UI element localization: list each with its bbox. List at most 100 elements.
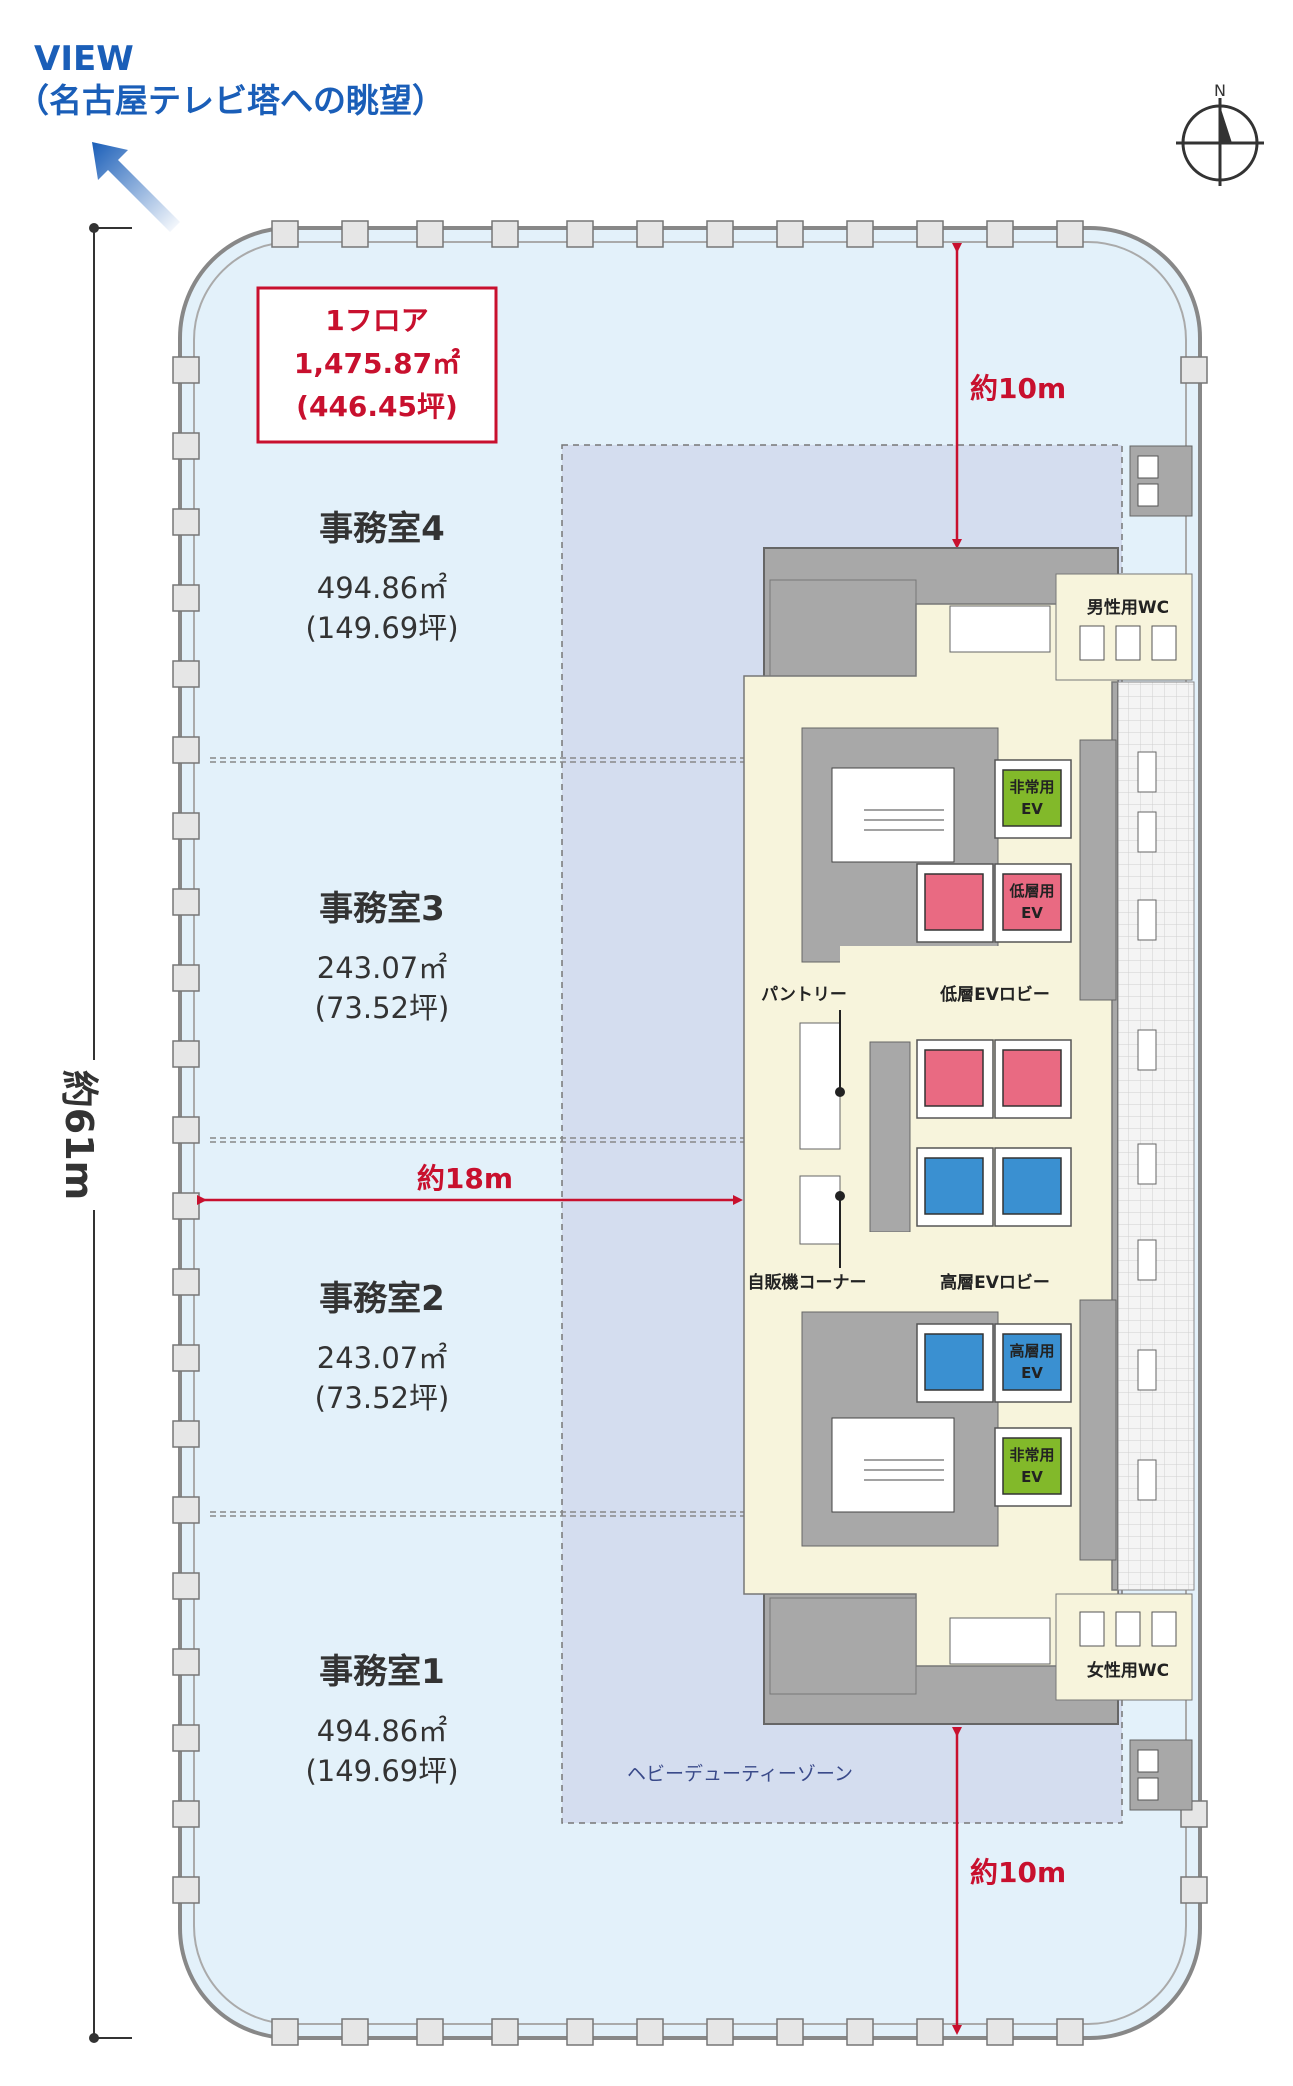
room-2: 事務室2 243.07㎡ (73.52坪) [315,1279,450,1415]
structural-columns [172,220,1208,2046]
emergency-ev-upper: 非常用 EV [994,759,1072,839]
depth-label: 約18m [417,1162,513,1195]
room-3-area: 243.07㎡ [317,951,447,985]
view-arrow-icon [92,142,180,232]
service-shafts [1129,445,1193,1811]
emergency-ev-upper-label: 非常用 [1009,778,1054,796]
wc-male: 男性用WC [949,573,1193,681]
room-1-area: 494.86㎡ [317,1714,447,1748]
floor-total-tsubo: (446.45坪) [296,390,458,423]
emergency-ev-lower-label: 非常用 [1009,1446,1054,1464]
column-top-7 [776,220,804,248]
floor-total-area: 1,475.87㎡ [294,347,460,380]
column-top-0 [271,220,299,248]
column-left [172,1876,200,1904]
column-left [172,736,200,764]
low-ev-2: 低層用 EV [994,863,1072,943]
room-1-name: 事務室1 [319,1652,445,1692]
column-left [172,1420,200,1448]
column-bottom-10 [986,2018,1014,2046]
emergency-ev-upper-suffix: EV [1021,800,1043,818]
column-left [172,1116,200,1144]
emergency-ev-lower: 非常用 EV [994,1427,1072,1507]
column-left [172,1648,200,1676]
column-left [172,1192,200,1220]
view-title: VIEW [34,39,134,79]
compass-icon: N [1176,81,1264,186]
column-left [172,1344,200,1372]
column-left [172,1268,200,1296]
column-bottom-0 [271,2018,299,2046]
wc-male-label: 男性用WC [1087,597,1169,618]
floor-total-box: 1フロア 1,475.87㎡ (446.45坪) [256,286,498,444]
column-top-9 [916,220,944,248]
column-bottom-1 [341,2018,369,2046]
column-bottom-8 [846,2018,874,2046]
column-right [1180,1876,1208,1904]
view-header: VIEW （名古屋テレビ塔への眺望） [16,39,445,232]
wc-female: 女性用WC [949,1593,1193,1701]
column-top-6 [706,220,734,248]
room-3: 事務室3 243.07㎡ (73.52坪) [315,889,450,1025]
pantry-label: パントリー [761,985,847,1005]
column-left [172,660,200,688]
column-left [172,964,200,992]
bottom-gap-label: 約10m [970,1856,1066,1889]
room-2-tsubo: (73.52坪) [315,1381,450,1415]
low-ev-2-suffix: EV [1021,904,1043,922]
vending-label: 自販機コーナー [748,1272,867,1293]
column-bottom-7 [776,2018,804,2046]
column-top-8 [846,220,874,248]
high-ev-2 [994,1147,1072,1227]
floor-total-line1: 1フロア [325,304,428,337]
column-left [172,1496,200,1524]
column-bottom-4 [566,2018,594,2046]
column-left [172,508,200,536]
low-ev-1 [916,863,994,943]
emergency-ev-lower-suffix: EV [1021,1468,1043,1486]
column-top-4 [566,220,594,248]
east-corridor [1117,681,1195,1591]
room-4-tsubo: (149.69坪) [305,611,458,645]
column-left [172,584,200,612]
column-left [172,1724,200,1752]
column-left [172,1800,200,1828]
room-4-area: 494.86㎡ [317,571,447,605]
high-ev-1 [916,1147,994,1227]
top-gap-dimension: 約10m [952,243,1066,549]
low-ev-3 [916,1039,994,1119]
column-bottom-9 [916,2018,944,2046]
room-2-name: 事務室2 [319,1279,445,1319]
heavy-duty-label: ヘビーデューティーゾーン [627,1763,853,1785]
room-dividers [210,757,744,1517]
column-left [172,1572,200,1600]
core-labels: パントリー 低層EVロビー 自販機コーナー 高層EVロビー [748,984,1050,1293]
low-ev-4 [994,1039,1072,1119]
column-top-11 [1056,220,1084,248]
column-bottom-5 [636,2018,664,2046]
low-ev-lobby-label: 低層EVロビー [939,984,1050,1005]
column-top-1 [341,220,369,248]
column-top-10 [986,220,1014,248]
core-area [743,547,1119,1725]
low-ev-2-label: 低層用 [1008,882,1054,900]
height-label: 約61m [57,1070,101,1200]
column-top-2 [416,220,444,248]
high-ev-3 [916,1323,994,1403]
wc-female-label: 女性用WC [1087,1660,1169,1681]
column-right [1180,356,1208,384]
room-3-name: 事務室3 [319,889,445,929]
column-left [172,432,200,460]
compass-north-label: N [1214,81,1226,100]
bottom-gap-dimension: 約10m [952,1727,1066,2035]
high-ev-4-label: 高層用 [1009,1342,1054,1360]
column-top-5 [636,220,664,248]
room-4: 事務室4 494.86㎡ (149.69坪) [305,509,458,645]
column-bottom-2 [416,2018,444,2046]
top-gap-label: 約10m [970,372,1066,405]
room-3-tsubo: (73.52坪) [315,991,450,1025]
room-1: 事務室1 494.86㎡ (149.69坪) [305,1652,458,1788]
